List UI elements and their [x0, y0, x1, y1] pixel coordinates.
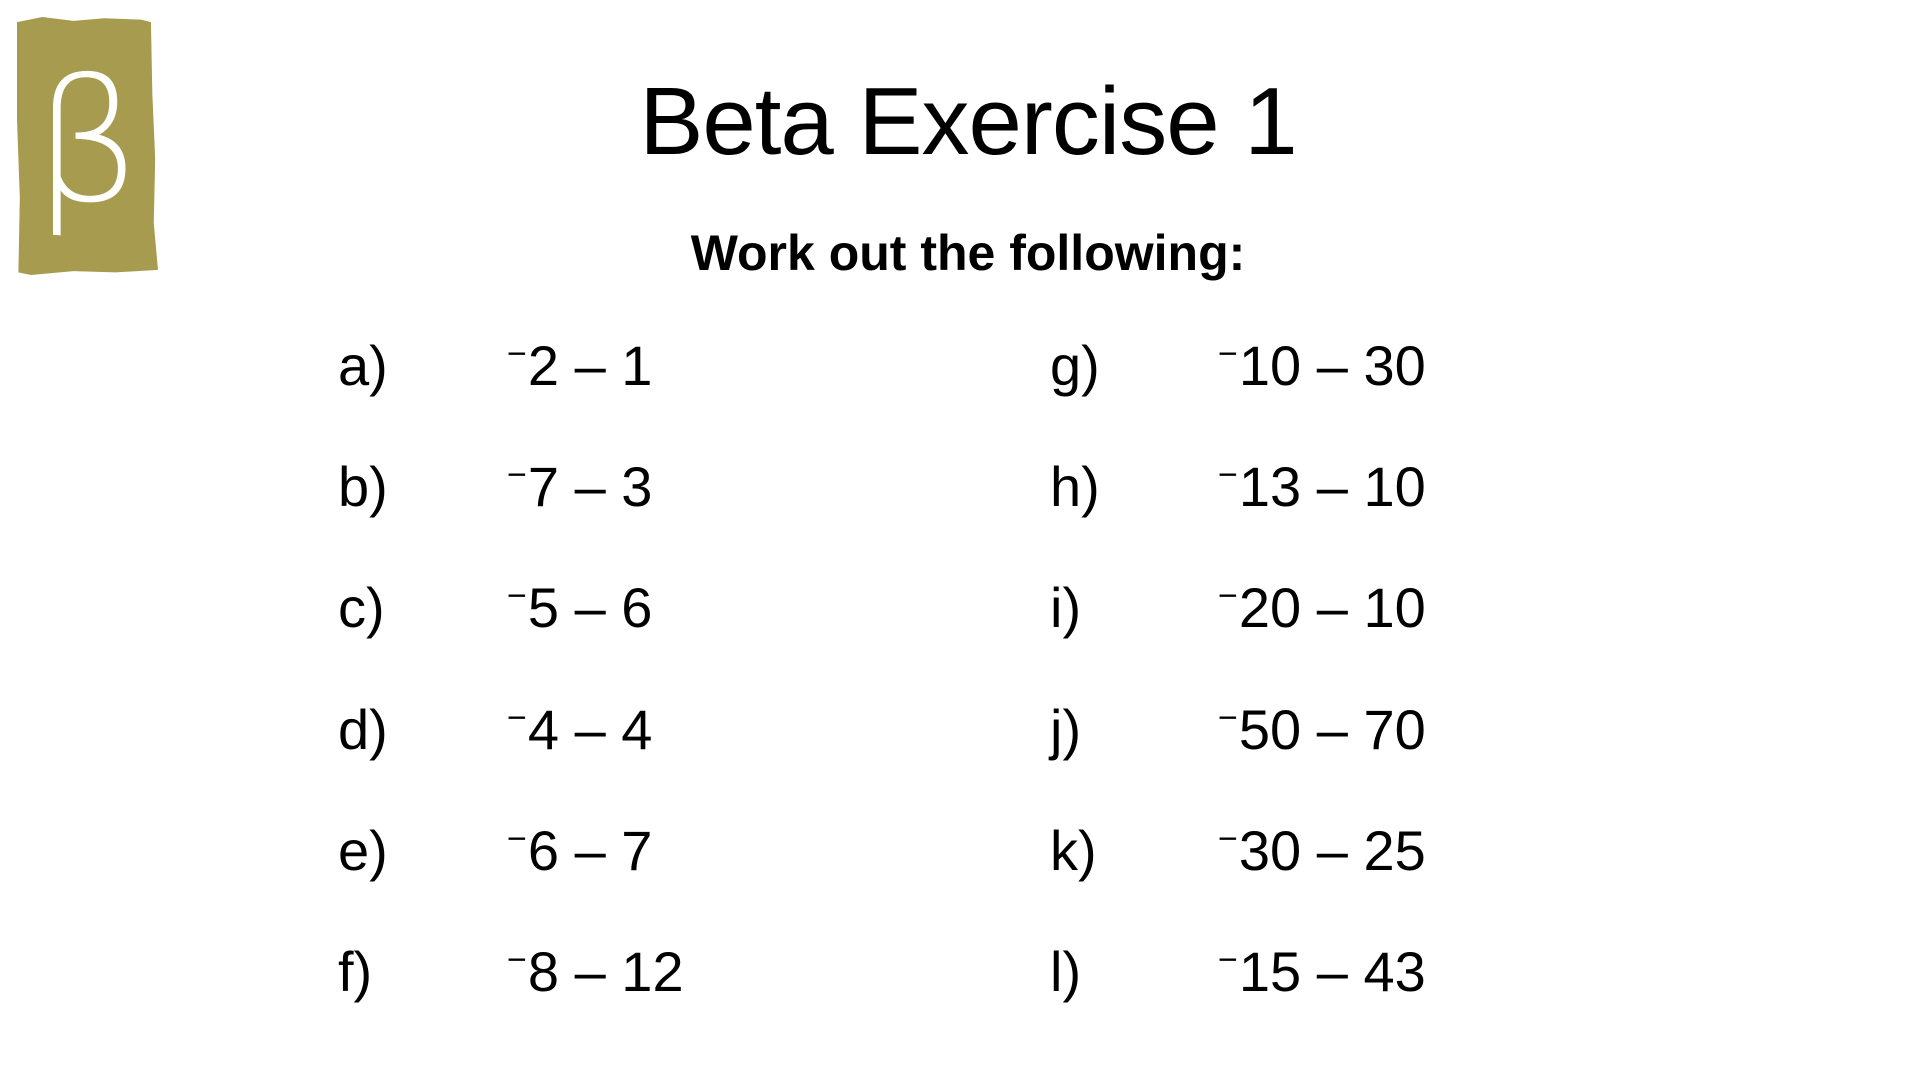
question-expression: −20 – 10	[1218, 573, 1426, 651]
operand-a: 7	[527, 455, 560, 518]
question-expression: −2 – 1	[507, 331, 652, 409]
operand-b: 12	[621, 940, 684, 1003]
question-label: k)	[1050, 819, 1097, 882]
operand-b: 70	[1363, 698, 1426, 761]
operand-a: 4	[527, 698, 560, 761]
operator: –	[1316, 940, 1348, 1003]
instructions: Work out the following:	[690, 225, 1246, 281]
negative-sign: −	[507, 820, 527, 858]
operand-b: 43	[1363, 940, 1426, 1003]
question-label: c)	[338, 576, 385, 639]
negative-sign: −	[507, 456, 527, 494]
operand-a: 8	[527, 940, 560, 1003]
question-label: g)	[1050, 334, 1100, 397]
question-label: e)	[338, 819, 388, 882]
operand-b: 7	[621, 819, 653, 882]
operand-a: 30	[1238, 819, 1302, 882]
operand-b: 3	[621, 455, 653, 518]
question-expression: −4 – 4	[507, 695, 652, 773]
question-label: b)	[338, 455, 388, 518]
operator: –	[1316, 698, 1348, 761]
question-expression: −50 – 70	[1218, 695, 1426, 773]
operator: –	[1316, 576, 1348, 639]
operand-a: 2	[527, 334, 560, 397]
operand-a: 10	[1238, 334, 1302, 397]
operand-b: 4	[621, 698, 653, 761]
question-label: a)	[338, 334, 388, 397]
question-expression: −30 – 25	[1218, 816, 1426, 894]
question-expression: −15 – 43	[1218, 937, 1426, 1015]
operand-b: 30	[1363, 334, 1426, 397]
operator: –	[574, 698, 606, 761]
beta-logo-icon: β	[33, 43, 142, 241]
negative-sign: −	[507, 577, 527, 615]
operand-a: 5	[527, 576, 560, 639]
operator: –	[574, 819, 606, 882]
operator: –	[1316, 455, 1348, 518]
operator: –	[574, 576, 606, 639]
question-label: i)	[1050, 576, 1082, 639]
question-label: h)	[1050, 455, 1100, 518]
operand-a: 6	[527, 819, 560, 882]
question-label: d)	[338, 698, 388, 761]
question-label: f)	[338, 940, 373, 1003]
negative-sign: −	[507, 941, 527, 979]
operator: –	[574, 455, 606, 518]
operand-b: 1	[621, 334, 653, 397]
question-expression: −13 – 10	[1218, 452, 1426, 530]
question-expression: −6 – 7	[507, 816, 652, 894]
question-expression: −7 – 3	[507, 452, 652, 530]
operand-a: 13	[1238, 455, 1302, 518]
operand-b: 10	[1363, 455, 1426, 518]
negative-sign: −	[507, 699, 527, 737]
question-expression: −8 – 12	[507, 937, 684, 1015]
question-expression: −5 – 6	[507, 573, 652, 651]
negative-sign: −	[1218, 699, 1238, 737]
operand-a: 15	[1238, 940, 1302, 1003]
operand-b: 10	[1363, 576, 1426, 639]
operand-a: 20	[1238, 576, 1302, 639]
negative-sign: −	[1218, 577, 1238, 615]
negative-sign: −	[1218, 941, 1238, 979]
operand-a: 50	[1238, 698, 1302, 761]
question-expression: −10 – 30	[1218, 331, 1426, 409]
beta-logo: β	[17, 17, 158, 275]
negative-sign: −	[1218, 456, 1238, 494]
negative-sign: −	[507, 335, 527, 373]
operand-b: 6	[621, 576, 653, 639]
operator: –	[574, 334, 606, 397]
operator: –	[1316, 334, 1348, 397]
page-title: Beta Exercise 1	[639, 68, 1297, 175]
operator: –	[1316, 819, 1348, 882]
question-label: j)	[1050, 698, 1082, 761]
operand-b: 25	[1363, 819, 1426, 882]
negative-sign: −	[1218, 335, 1238, 373]
question-label: l)	[1050, 940, 1082, 1003]
operator: –	[574, 940, 606, 1003]
negative-sign: −	[1218, 820, 1238, 858]
